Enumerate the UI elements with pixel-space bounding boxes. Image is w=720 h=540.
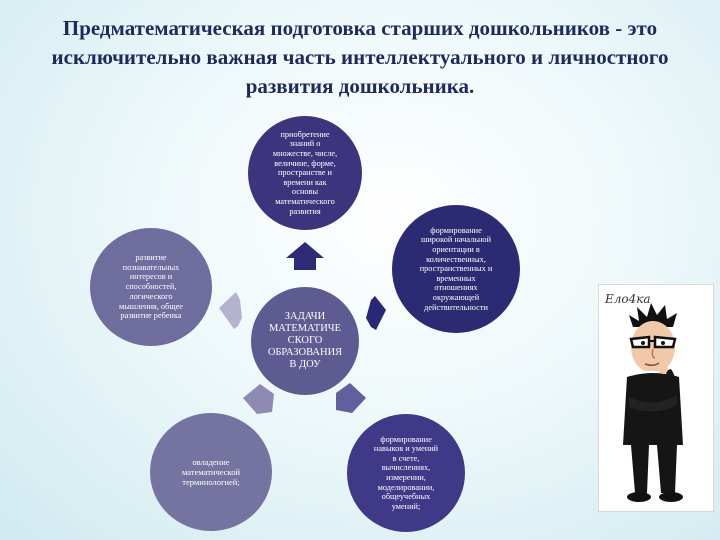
node-bottom-right: формирование навыков и умений в счете, в…: [347, 414, 465, 532]
arrow-bottom-right: [336, 383, 366, 413]
node-bottom-left-text: овладение математической терминологией;: [181, 457, 241, 487]
thinking-man-illustration: Ело4ка: [598, 284, 714, 512]
character-signature: Ело4ка: [605, 292, 651, 306]
node-bottom-left: овладение математической терминологией;: [150, 413, 272, 531]
node-top-text: приобретение знаний о множестве, числе, …: [272, 129, 338, 216]
node-left-text: развитие познавательных интересов и спос…: [118, 252, 183, 321]
thinking-man-icon: [623, 303, 683, 502]
node-right-text: формирование широко­й начальной ориентац…: [419, 225, 493, 312]
node-center-text: ЗАДАЧИ МАТЕМАТИЧЕ СКОГО ОБРАЗОВАНИЯ В ДО…: [267, 311, 343, 370]
arrow-right: [366, 296, 386, 330]
slide-title: Предматематическая подготовка старших до…: [51, 16, 669, 98]
arrow-left: [219, 292, 242, 329]
node-left: развитие познавательных интересов и спос…: [90, 228, 212, 346]
arrow-bottom-left: [243, 384, 274, 414]
node-center: ЗАДАЧИ МАТЕМАТИЧЕ СКОГО ОБРАЗОВАНИЯ В ДО…: [251, 287, 359, 395]
node-top: приобретение знаний о множестве, числе, …: [248, 116, 362, 230]
arrow-up: [286, 242, 324, 270]
node-bottom-right-text: формирование навыков и умений в счете, в…: [373, 434, 439, 511]
node-right: формирование широко­й начальной ориентац…: [392, 205, 520, 333]
